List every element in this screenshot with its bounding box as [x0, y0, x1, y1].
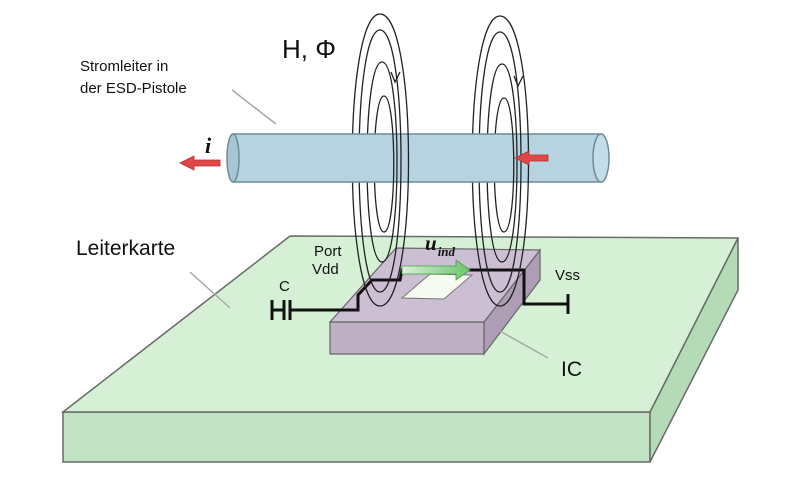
vss-label: Vss — [555, 267, 580, 284]
arrowhead-icon — [390, 71, 401, 84]
conductor-right-end — [592, 133, 610, 183]
pcb-label: Leiterkarte — [76, 237, 175, 260]
current-label: i — [205, 133, 212, 158]
current-arrow-left-icon — [179, 155, 221, 171]
conductor-cylinder — [226, 133, 610, 183]
conductor-left-end — [226, 133, 240, 183]
induced-voltage-label: uind — [425, 231, 456, 259]
induced-voltage-arrow-icon — [401, 259, 471, 281]
current-arrows — [179, 150, 549, 171]
vdd-trace — [296, 278, 380, 312]
ic-label: IC — [561, 358, 582, 381]
vss-trace — [512, 268, 568, 306]
conductor-label-line2: der ESD-Pistole — [80, 80, 187, 97]
field-direction-arrows — [390, 71, 524, 88]
conductor-leader — [231, 89, 277, 125]
die-pad — [400, 273, 474, 300]
capacitor-symbol — [270, 300, 296, 320]
capacitor-label: C — [279, 278, 290, 295]
field-loops-left-front — [379, 13, 410, 307]
port-label: Port — [314, 243, 342, 260]
pcb-leader — [189, 271, 231, 309]
ic-leader — [497, 329, 549, 359]
vdd-label: Vdd — [312, 261, 339, 278]
arrowhead-icon — [513, 75, 524, 88]
conductor-label-line1: Stromleiter in — [80, 58, 168, 75]
ic-front-face — [329, 321, 485, 355]
field-label: H, Φ — [282, 34, 336, 64]
leader-lines — [189, 89, 549, 359]
pcb-front-face — [62, 411, 651, 463]
current-arrow-inner-icon — [514, 150, 549, 166]
